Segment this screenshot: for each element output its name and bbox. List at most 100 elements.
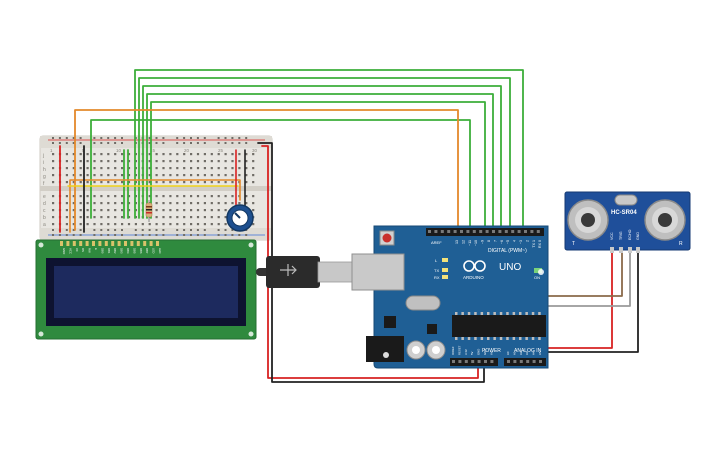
breadboard-hole (127, 181, 131, 184)
analog-pin-label: A5 (538, 351, 542, 355)
breadboard-hole (196, 195, 200, 198)
breadboard-hole (100, 223, 103, 226)
breadboard-hole (190, 195, 193, 198)
lcd-pin (136, 241, 140, 246)
led-l (442, 258, 448, 262)
breadboard-hole (183, 223, 186, 226)
rail-hole (183, 229, 186, 231)
breadboard-hole (72, 209, 75, 212)
rail-hole (121, 234, 123, 236)
chip-leg (538, 312, 541, 315)
power-pin (477, 360, 481, 363)
breadboard[interactable]: j i h g f e d c b a 1 5 10 15 20 25 30 (39, 135, 273, 241)
reset-button-icon[interactable] (382, 233, 392, 243)
header-pin (504, 230, 508, 233)
breadboard-hole (121, 209, 124, 212)
resistor-icon[interactable] (145, 200, 153, 222)
digital-pin-label: 8 (487, 240, 491, 242)
breadboard-hole (72, 167, 75, 170)
breadboard-hole (93, 216, 96, 219)
breadboard-hole (169, 209, 172, 212)
rail-hole (190, 229, 192, 231)
breadboard-hole (107, 223, 110, 226)
header-pin (530, 230, 534, 233)
breadboard-hole (231, 153, 234, 156)
breadboard-hole (148, 174, 151, 177)
breadboard-hole (155, 181, 158, 184)
breadboard-hole (203, 195, 206, 198)
rail-hole (162, 229, 165, 231)
sensor-pin-labels: VCC TRIG ECHO GND (610, 229, 640, 240)
rail-hole (203, 137, 206, 139)
analog-pin (519, 360, 523, 363)
breadboard-hole (238, 153, 241, 156)
potentiometer-knob-icon[interactable] (226, 204, 254, 232)
rail-hole (141, 229, 144, 231)
breadboard-hole (210, 181, 213, 184)
breadboard-hole (190, 167, 193, 170)
aref-label: AREF (431, 240, 442, 245)
power-pin-label: GND (477, 349, 481, 355)
breadboard-hole (169, 181, 172, 184)
svg-text:ECHO: ECHO (628, 229, 632, 240)
header-pin (536, 230, 540, 233)
rail-hole (58, 234, 61, 236)
breadboard-hole (252, 209, 255, 212)
sensor-mark-r: R (679, 241, 683, 247)
breadboard-hole (183, 195, 186, 198)
breadboard-hole (203, 181, 206, 184)
crystal (405, 295, 441, 311)
svg-text:GND: GND (636, 232, 640, 240)
breadboard-hole (86, 195, 89, 198)
chip-leg (499, 312, 503, 315)
breadboard-hole (210, 202, 213, 205)
breadboard-hole (107, 209, 110, 212)
rail-hole (65, 142, 68, 144)
led-rx-label: RX (434, 275, 440, 280)
analog-label: ANALOG IN (514, 348, 542, 354)
ultrasonic-sensor[interactable]: HC-SR04 T R VCC TRIG ECHO GND (564, 191, 691, 253)
usb-port[interactable] (351, 253, 405, 291)
lcd-pin-label: DB3 (120, 248, 124, 254)
breadboard-hole (107, 181, 110, 184)
lcd-pin-label: DB2 (113, 248, 117, 254)
header-pin (453, 230, 457, 233)
breadboard-hole (93, 153, 96, 156)
breadboard-hole (203, 223, 206, 226)
rail-hole (72, 229, 75, 231)
breadboard-hole (196, 209, 200, 212)
row-letter: d (43, 201, 46, 207)
breadboard-hole (210, 223, 213, 226)
rail-hole (58, 137, 61, 139)
rail-hole (245, 234, 248, 236)
power-pin (471, 360, 475, 363)
breadboard-hole (107, 202, 110, 205)
breadboard-hole (107, 216, 110, 219)
digital-pin-label: 13 (455, 240, 459, 244)
breadboard-hole (245, 195, 248, 198)
breadboard-hole (114, 209, 117, 212)
breadboard-hole (52, 160, 55, 163)
rail-hole (114, 234, 117, 236)
rail-hole (107, 137, 110, 139)
column-number: 25 (218, 148, 224, 153)
lcd-pin-label: DB0 (100, 248, 104, 254)
breadboard-hole (86, 160, 89, 163)
rail-hole (245, 142, 248, 144)
header-pin (479, 230, 483, 233)
rail-hole (93, 229, 96, 231)
rail-hole (190, 142, 192, 144)
rail-hole (107, 229, 110, 231)
power-jack[interactable] (366, 336, 404, 362)
breadboard-hole (65, 160, 68, 163)
breadboard-hole (245, 153, 248, 156)
wire-green (134, 69, 524, 233)
analog-pin (507, 360, 510, 363)
power-pin (490, 360, 494, 363)
breadboard-hole (176, 216, 179, 219)
breadboard-hole (100, 167, 103, 170)
breadboard-hole (183, 181, 186, 184)
breadboard-hole (155, 160, 158, 163)
